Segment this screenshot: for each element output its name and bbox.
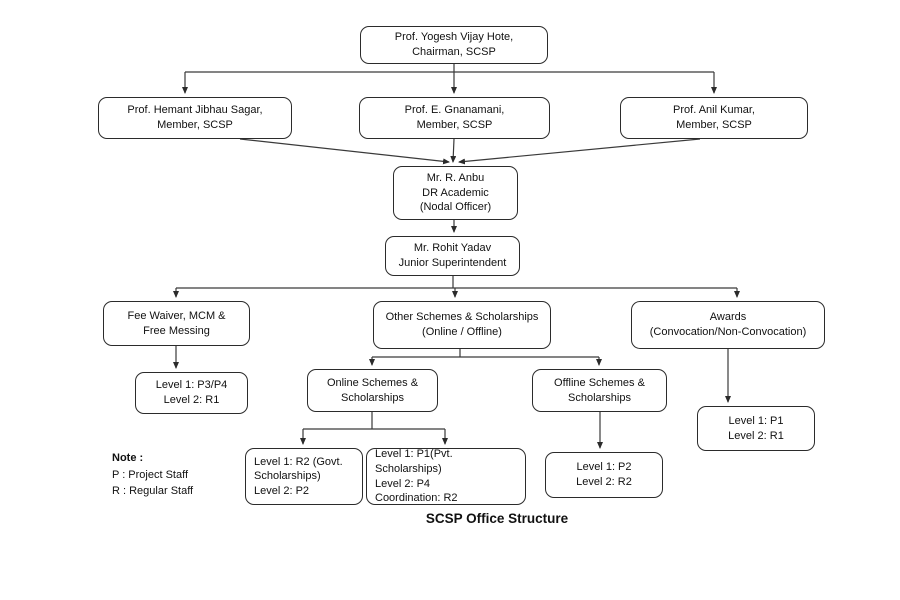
node-line: Member, SCSP [416, 119, 493, 131]
node-line: Scholarships [568, 391, 631, 404]
node-member-kumar: Prof. Anil Kumar, Member, SCSP [620, 97, 808, 139]
node-fee-waiver-levels: Level 1: P3/P4 Level 2: R1 [135, 372, 248, 414]
node-pvt-scholarships-levels: Level 1: P1(Pvt. Scholarships) Level 2: … [366, 448, 526, 505]
node-line: Level 2: R2 [576, 476, 632, 488]
node-line: Fee Waiver, MCM & [127, 309, 226, 322]
node-line: Online Schemes & [326, 376, 419, 389]
node-line: Level 1: P1(Pvt. Scholarships) [375, 448, 453, 475]
node-line: Scholarships [341, 391, 404, 404]
node-line: Level 2: P4 [375, 477, 431, 490]
node-line: (Online / Offline) [422, 326, 502, 338]
node-line: Offline Schemes & [554, 376, 645, 389]
connector-otherschemes-split [369, 349, 602, 366]
node-line: Prof. E. Gnanamani, [404, 104, 505, 117]
note-line: P : Project Staff [112, 468, 189, 481]
node-line: Mr. R. Anbu [426, 172, 485, 185]
node-govt-scholarships-levels: Level 1: R2 (Govt. Scholarships) Level 2… [245, 448, 363, 505]
node-line: Level 1: P3/P4 [155, 379, 228, 392]
connector-superintendent-to-branches [173, 276, 740, 298]
node-line: Scholarships) [254, 470, 321, 483]
node-line: Level 2: R1 [163, 394, 220, 406]
node-line: Level 2: R1 [728, 429, 784, 442]
node-line: Coordination: R2 [375, 492, 458, 505]
node-line: Prof. Yogesh Vijay Hote, [394, 31, 514, 44]
node-line: Level 1: P2 [576, 461, 632, 474]
diagram-title: SCSP Office Structure [425, 511, 569, 526]
node-line: Member, SCSP [676, 119, 752, 131]
node-member-sagar: Prof. Hemant Jibhau Sagar, Member, SCSP [98, 97, 292, 139]
node-line: Other Schemes & Scholarships [385, 311, 539, 324]
node-fee-waiver: Fee Waiver, MCM & Free Messing [103, 301, 250, 346]
legend-note: Note : P : Project Staff R : Regular Sta… [112, 450, 193, 500]
node-line: Prof. Anil Kumar, [673, 104, 755, 117]
node-line: (Convocation/Non-Convocation) [649, 326, 807, 338]
node-chairman: Prof. Yogesh Vijay Hote, Chairman, SCSP [360, 26, 548, 64]
node-junior-superintendent: Mr. Rohit Yadav Junior Superintendent [385, 236, 520, 276]
node-line: Free Messing [143, 324, 210, 337]
node-other-schemes: Other Schemes & Scholarships (Online / O… [373, 301, 551, 349]
node-offline-levels: Level 1: P2 Level 2: R2 [545, 452, 663, 498]
node-line: Mr. Rohit Yadav [413, 242, 492, 255]
node-awards-levels: Level 1: P1 Level 2: R1 [697, 406, 815, 451]
note-line: R : Regular Staff [112, 485, 194, 497]
node-member-gnanamani: Prof. E. Gnanamani, Member, SCSP [359, 97, 550, 139]
node-line: Member, SCSP [157, 119, 233, 131]
node-line: Level 2: P2 [254, 484, 310, 497]
node-line: Level 1: P1 [728, 414, 784, 427]
node-line: Level 1: R2 (Govt. [254, 455, 343, 468]
node-line: Prof. Hemant Jibhau Sagar, [127, 104, 263, 117]
node-online-schemes: Online Schemes & Scholarships [307, 369, 438, 412]
node-line: (Nodal Officer) [419, 201, 492, 214]
node-line: Junior Superintendent [398, 257, 507, 269]
node-nodal-officer: Mr. R. Anbu DR Academic (Nodal Officer) [393, 166, 518, 220]
node-awards: Awards (Convocation/Non-Convocation) [631, 301, 825, 349]
note-heading: Note : [112, 452, 144, 464]
connector-online-split [300, 412, 448, 445]
node-offline-schemes: Offline Schemes & Scholarships [532, 369, 667, 412]
node-line: Awards [709, 311, 747, 324]
node-line: DR Academic [422, 186, 489, 199]
node-line: Chairman, SCSP [412, 46, 496, 58]
connector-chairman-to-members [182, 64, 717, 94]
connector-members-to-nodal-officer [239, 138, 701, 165]
